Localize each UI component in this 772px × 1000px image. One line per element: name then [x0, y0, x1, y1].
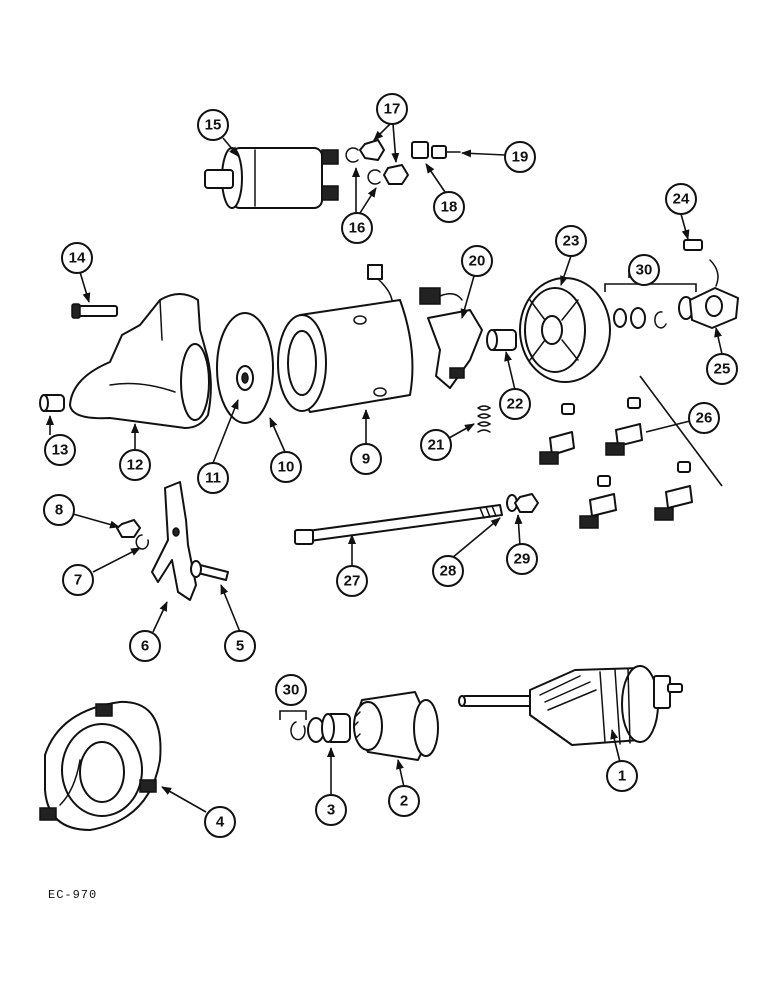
callout-21-label: 21 [428, 437, 445, 454]
brush-spring [477, 405, 492, 433]
callouts: 1 2 3 4 5 6 7 8 9 10 11 12 13 14 15 16 1… [43, 93, 738, 838]
tie-rod-27 [294, 504, 503, 545]
callout-27-label: 27 [344, 573, 361, 590]
callout-3-label: 3 [327, 802, 335, 819]
washer-nut-28-29 [506, 493, 539, 513]
callout-7: 7 [62, 564, 94, 596]
callout-23: 23 [555, 225, 587, 257]
callout-8-label: 8 [55, 502, 63, 519]
callout-12: 12 [119, 449, 151, 481]
callout-30-lower: 30 [275, 674, 307, 706]
pinion-drive [353, 691, 439, 761]
callout-10-label: 10 [278, 459, 295, 476]
callout-24: 24 [665, 183, 697, 215]
callout-19-label: 19 [512, 149, 529, 166]
solenoid-part [204, 147, 339, 209]
callout-1-label: 1 [618, 768, 626, 785]
callout-20: 20 [461, 245, 493, 277]
intermediate-plate [216, 312, 274, 424]
callout-23-label: 23 [563, 233, 580, 250]
callout-25-label: 25 [714, 361, 731, 378]
leader-lines [46, 123, 723, 813]
brush-set-26 [539, 397, 693, 529]
callout-13-label: 13 [52, 442, 69, 459]
callout-13: 13 [44, 434, 76, 466]
callout-24-label: 24 [673, 191, 690, 208]
through-bolt-14 [71, 303, 118, 319]
callout-20-label: 20 [469, 253, 486, 270]
shift-lever-fork [151, 481, 197, 601]
drive-end-housing [69, 293, 212, 429]
callout-29: 29 [506, 543, 538, 575]
callout-28: 28 [432, 555, 464, 587]
callout-18: 18 [433, 191, 465, 223]
solenoid-hardware [345, 139, 461, 185]
callout-15: 15 [197, 109, 229, 141]
bush-22 [486, 329, 517, 351]
callout-22: 22 [499, 388, 531, 420]
callout-16-label: 16 [349, 220, 366, 237]
callout-26: 26 [688, 402, 720, 434]
callout-8: 8 [43, 494, 75, 526]
callout-3: 3 [315, 794, 347, 826]
callout-2: 2 [388, 785, 420, 817]
callout-16: 16 [341, 212, 373, 244]
bush-3 [321, 713, 351, 743]
callout-5-label: 5 [236, 638, 244, 655]
callout-26-label: 26 [696, 410, 713, 427]
callout-21: 21 [420, 429, 452, 461]
drawing-code-label: EC-970 [48, 888, 98, 902]
callout-7-label: 7 [74, 572, 82, 589]
callout-4: 4 [204, 806, 236, 838]
callout-9-label: 9 [362, 451, 370, 468]
callout-15-label: 15 [205, 117, 222, 134]
callout-10: 10 [270, 451, 302, 483]
callout-22-label: 22 [507, 396, 524, 413]
brush-holder-plate [419, 287, 483, 389]
end-cap-25 [683, 239, 739, 329]
commutator-end-cover [519, 277, 611, 383]
callout-14-label: 14 [69, 250, 86, 267]
callout-11: 11 [197, 462, 229, 494]
callout-17-label: 17 [384, 101, 401, 118]
callout-30-upper-label: 30 [636, 262, 653, 279]
yoke-field-housing [277, 264, 414, 413]
callout-17: 17 [376, 93, 408, 125]
washers-30-upper [613, 296, 694, 329]
callout-4-label: 4 [216, 814, 225, 831]
callout-2-label: 2 [400, 793, 408, 810]
callout-19: 19 [504, 141, 536, 173]
callout-5: 5 [224, 630, 256, 662]
callout-6-label: 6 [141, 638, 149, 655]
bush-13 [39, 394, 65, 412]
callout-28-label: 28 [440, 563, 457, 580]
callout-6: 6 [129, 630, 161, 662]
callout-18-label: 18 [441, 199, 458, 216]
callout-30-lower-label: 30 [283, 682, 300, 699]
callout-29-label: 29 [514, 551, 531, 568]
armature [458, 665, 683, 746]
callout-11-label: 11 [205, 470, 221, 487]
pivot-bolt-5 [190, 560, 229, 581]
callout-12-label: 12 [127, 457, 144, 474]
callout-14: 14 [61, 242, 93, 274]
callout-9: 9 [350, 443, 382, 475]
nut-washer-7-8 [116, 519, 149, 550]
callout-25: 25 [706, 353, 738, 385]
callout-1: 1 [606, 760, 638, 792]
clip-washer-30-lower [290, 717, 325, 743]
callout-30-upper: 30 [628, 254, 660, 286]
callout-27: 27 [336, 565, 368, 597]
brush-yoke-assembly [39, 700, 162, 831]
